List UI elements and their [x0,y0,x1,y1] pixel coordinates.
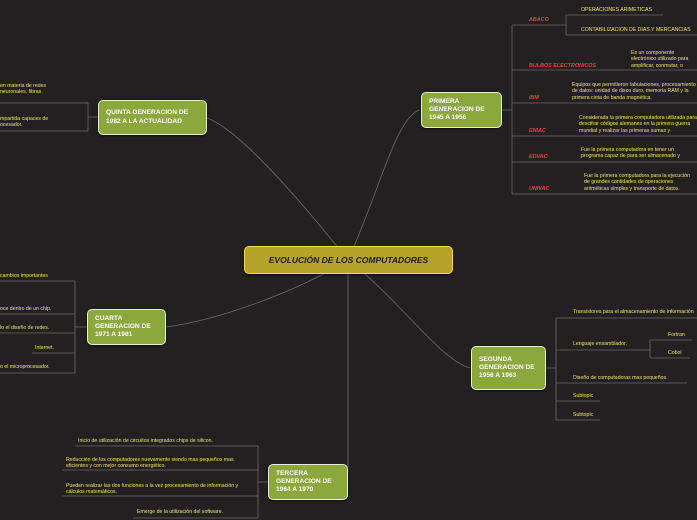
node-primera-generacion[interactable]: PRIMERA GENERACION DE 1945 A 1956 [421,92,502,128]
node-title: TERCERA GENERACION DE 1964 A 1970 [276,469,332,494]
label-bulbos: BULBOS ELECTRONICOS [529,63,597,69]
qui-procesador: mpartida capaces de ocesador. [0,116,49,129]
seg-lenguaje: Lenguaje ensamblador. [573,341,627,347]
central-topic-label: EVOLUCIÓN DE LOS COMPUTADORES [268,255,429,265]
cua-internet: Internet. [35,345,55,351]
label-eniac: ENIAC [529,128,546,134]
seg-transistores: Transistores para el almacenamiento de i… [573,309,694,315]
node-tercera-generacion[interactable]: TERCERA GENERACION DE 1964 A 1970 [268,464,348,500]
ter-software: Emerge de la utilización del software. [137,509,223,515]
cua-redes: lo el diseño de redes. [0,325,50,331]
desc-eniac: Considerada la primera computadora utili… [579,115,697,134]
desc-edvac: Fue la primera computadora en tener un p… [581,147,680,160]
seg-subtopic-2: Subtopic [573,412,594,418]
ter-reduccion: Reducción de los computadores nuevamente… [66,457,234,470]
desc-bulbos: Es un componente electrónico utilizado p… [631,50,689,69]
seg-subtopic-1: Subtopic [573,393,594,399]
label-abaco: ABACO [529,17,549,23]
central-topic[interactable]: EVOLUCIÓN DE LOS COMPUTADORES [244,246,453,274]
ter-circuitos: Inicio de utilización de circuitos integ… [78,438,213,444]
cua-chip: oce dentro de un chip. [0,306,52,312]
node-title: CUARTA GENERACION DE 1971 A 1981 [95,314,151,339]
seg-diseno: Diseño de computadoras mas pequeños. [573,375,668,381]
node-title: PRIMERA GENERACION DE 1945 A 1956 [429,97,485,122]
cua-cambios: cambios importantes [0,273,48,279]
node-title: QUINTA GENERACION DE 1982 A LA ACTUALIDA… [106,109,189,125]
node-segunda-generacion[interactable]: SEGUNDA GENERACION DE 1956 A 1963 [471,346,546,390]
node-title: SEGUNDA GENERACION DE 1956 A 1963 [479,355,535,380]
sub-contabilizacion: CONTABILIZACION DE DIAS Y MERCANCIAS [581,27,691,33]
ter-funciones: Pueden realizar las dos funciones a la v… [66,483,239,496]
node-quinta-generacion[interactable]: QUINTA GENERACION DE 1982 A LA ACTUALIDA… [98,100,207,135]
label-ibm: IBM [529,95,539,101]
node-cuarta-generacion[interactable]: CUARTA GENERACION DE 1971 A 1981 [87,309,166,345]
seg-cobol: Cobol [668,350,682,356]
desc-ibm: Equipos que permitieron tabulaciones, pr… [572,82,696,101]
desc-univac: Fue la primera computadora para la ejecu… [584,173,690,192]
label-edvac: EDVAC [529,154,548,160]
qui-redes: en materia de redes neuronales, fibras [0,83,47,96]
seg-fortran: Fortran [668,332,685,338]
sub-operaciones: OPERACIONES ARIMETICAS [581,7,652,13]
label-univac: UNIVAC [529,186,550,192]
cua-microprocesador: o el microprocesador. [0,364,50,370]
